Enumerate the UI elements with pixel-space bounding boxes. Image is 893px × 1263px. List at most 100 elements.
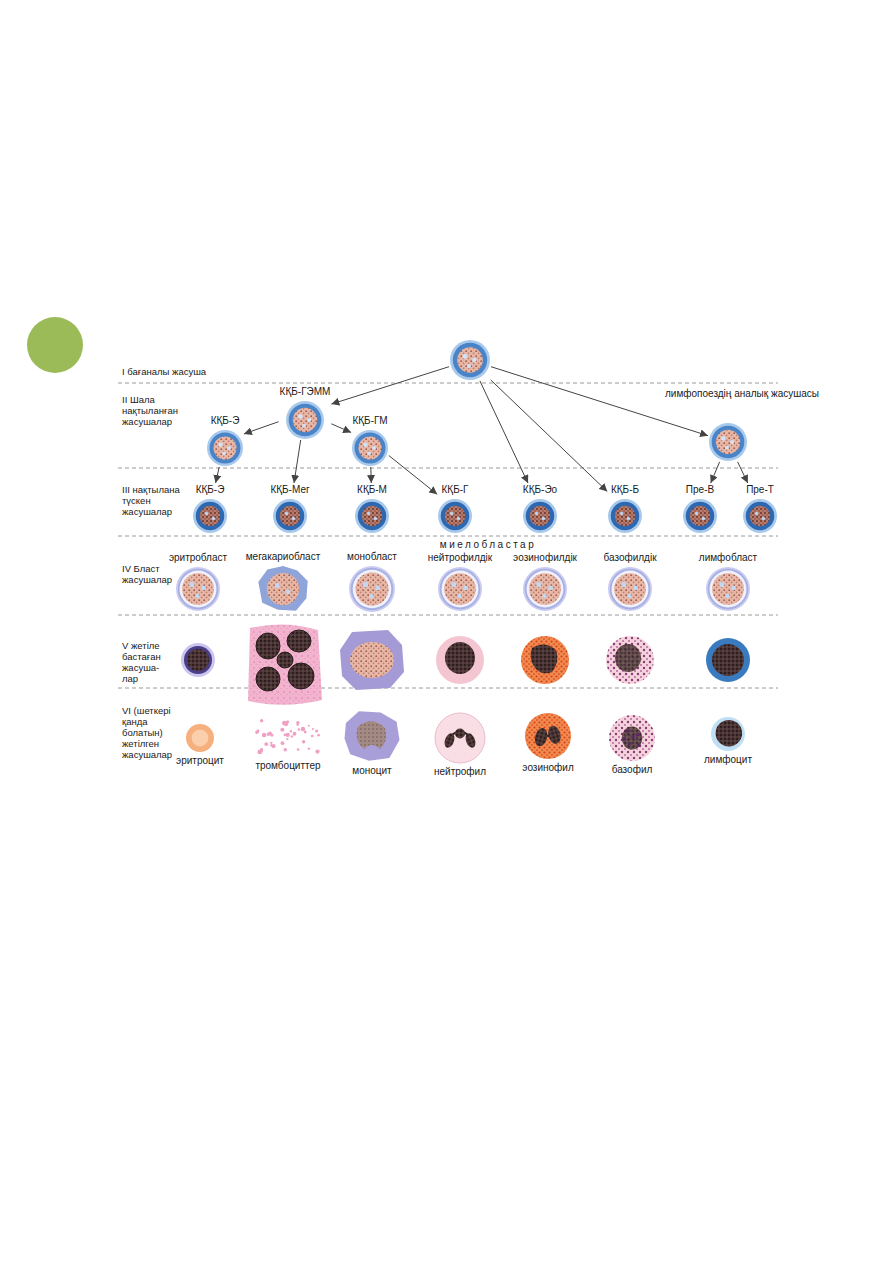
nucleus [622,727,643,750]
promonocyte [340,630,404,690]
cell-shape [608,567,652,611]
nucleolus [621,582,626,587]
nucleus [355,572,388,605]
row-dividers [118,383,778,688]
arrow-connector [491,367,708,436]
cell-node: эозинофил [522,713,574,774]
arrow-connector [331,424,351,433]
cell-node: КҚБ-Э [207,415,243,466]
nucleus [546,724,562,745]
cell-label: КҚБ-Г [442,484,469,496]
nucleolus [542,517,545,520]
cell-halo [523,567,567,611]
nucleus [182,573,214,605]
nucleolus [548,585,553,590]
cytoplasm [180,571,217,608]
cell-node: лимфобласт [699,552,757,611]
cell-node: эритроцит [176,724,224,767]
nucleolus [535,512,538,515]
granule [631,735,635,739]
cell-shape [349,566,395,612]
eosinophil-myelocyte [521,636,569,684]
nucleus [200,506,220,526]
cell-label: КҚБ-ГМ [352,415,387,427]
nucleolus [285,512,288,515]
cell-shape [186,724,214,752]
nucleolus [218,443,222,447]
nucleolus [307,418,311,422]
cell-body [711,717,745,751]
cell-label: монобласт [347,551,397,563]
platelet [257,750,262,755]
prolymphocyte [706,638,750,682]
cytoplasm [710,571,747,608]
green-dot [27,317,83,373]
cell-ring [289,404,322,437]
platelet [298,728,300,730]
cell-label: Пре-Т [746,484,774,496]
cell-label: эозинофилдік [513,552,577,564]
cell-body [436,636,484,684]
cell-label: лимфобласт [699,552,757,564]
cell-halo [352,430,388,466]
nucleolus [451,582,456,587]
cell-label: КҚБ-Э [196,484,225,496]
cell-label: базофил [612,764,653,776]
cell-node: тромбоциттер [253,717,323,772]
row-label: VI (шеткері қанда болатын) жетілген жасу… [122,705,184,760]
arrow-connector [480,381,528,483]
cell-node: КҚБ-Г [438,484,472,533]
platelet [268,731,272,735]
cell-shape [608,499,642,533]
nucleolus [450,512,453,515]
nucleolus [627,517,630,520]
nucleolus [719,582,724,587]
cell-node: нейтрофил [434,713,486,778]
nucleolus [189,582,194,587]
cell-node [450,340,490,380]
cell-label: мегакариобласт [246,551,321,563]
nucleolus [227,446,231,450]
nucleus [615,506,635,526]
cell-label: эритроцит [176,755,224,767]
platelet [271,744,275,748]
platelet [260,750,263,753]
nucleolus [731,585,736,590]
nucleus [712,573,744,605]
nucleus [530,506,550,526]
cell-node: КҚБ-ГМ [352,415,388,466]
cell-label: КҚБ-Э [211,415,240,427]
cell-ring [355,433,386,464]
cell-shape [207,430,243,466]
nucleus [350,642,394,678]
nucleus-lobe [277,652,293,668]
nucleus [357,721,387,749]
cell-halo [438,567,482,611]
cell-ring [611,502,640,531]
cell-shape [525,713,571,759]
cell-ring [712,426,745,459]
nucleolus [369,594,374,599]
cell-node: базофил [609,715,655,776]
cell-label: лимфопоездің аналық жасушасы [665,388,819,400]
cell-shape [193,499,227,533]
nucleolus [374,517,377,520]
nucleus [213,436,236,459]
arrow-connector [389,456,437,495]
cell-node: КҚБ-М [355,484,389,533]
cell-label: КҚБ-Мег [270,484,309,496]
cell-shape [435,713,485,763]
cell-node: Пре-Т [743,484,777,533]
nucleolus [463,354,468,359]
platelet [286,721,289,724]
cell-label: моноцит [352,765,391,777]
platelet [283,748,287,752]
cell-shape [273,499,307,533]
cell-label: эритробласт [169,552,227,564]
platelet [315,729,318,732]
cell-ring [440,569,480,609]
arrow-connector [711,462,720,483]
nucleolus [467,364,471,368]
nucleolus [375,585,380,590]
